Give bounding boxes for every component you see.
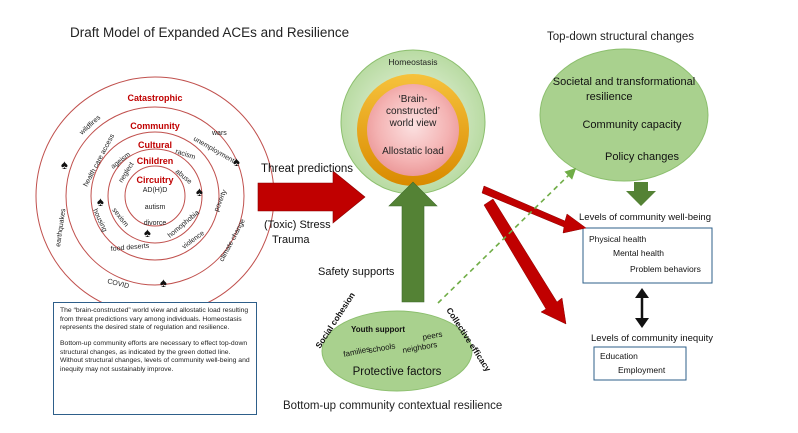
- item-earthquakes: earthquakes: [55, 208, 67, 248]
- inequity-box: [593, 346, 687, 381]
- brain-view-line-1: ‘Brain-: [399, 94, 428, 105]
- threat-arrow: [257, 170, 366, 224]
- toxic-stress-label: (Toxic) Stress: [264, 219, 331, 231]
- caption-paragraph-1: The “brain-constructed” world view and a…: [60, 307, 249, 332]
- item-climate-change: climate change: [219, 218, 247, 263]
- inequity-title: Levels of community inequity: [591, 333, 713, 344]
- label-children: Children: [137, 156, 174, 166]
- wellbeing-item: Physical health: [589, 234, 646, 244]
- item-housing: housing: [91, 208, 108, 233]
- wellbeing-arrow: [481, 185, 587, 234]
- societal-line-2: resilience: [586, 91, 632, 103]
- spade-icon: ♠: [196, 184, 203, 199]
- brain-view-line-2: constructed’: [386, 106, 440, 117]
- ring-catastrophic: [35, 76, 275, 316]
- brain-view-line-3: world view: [389, 118, 437, 129]
- spade-icon: ♠: [144, 225, 151, 240]
- community-capacity-label: Community capacity: [582, 119, 682, 131]
- peers-label: peers: [422, 330, 443, 342]
- societal-line-1: Societal and transformational: [553, 76, 695, 88]
- ring-circuitry: [124, 165, 186, 227]
- top-down-title: Top-down structural changes: [547, 31, 694, 43]
- diagram-title: Draft Model of Expanded ACEs and Resilie…: [70, 25, 349, 40]
- item-poverty: poverty: [213, 188, 228, 212]
- wellbeing-title: Levels of community well-being: [579, 212, 711, 223]
- homeostasis-label: Homeostasis: [388, 57, 437, 67]
- wellbeing-box: [582, 227, 713, 284]
- wellbeing-item: Problem behaviors: [630, 264, 701, 274]
- bottom-up-ellipse: [321, 310, 473, 392]
- dashed-green-line: [437, 167, 577, 304]
- bottom-up-title: Bottom-up community contextual resilienc…: [283, 400, 502, 412]
- item-wildfires: wildfires: [78, 114, 103, 137]
- safety-supports-arrow: [388, 181, 438, 303]
- double-arrow: [635, 288, 649, 328]
- item-food-deserts: food deserts: [111, 243, 150, 253]
- top-down-arrow: [626, 182, 656, 206]
- top-down-ellipse: [539, 48, 709, 182]
- label-catastrophic: Catastrophic: [127, 93, 182, 103]
- item-adhd: AD(H)D: [143, 187, 168, 194]
- youth-support-label: Youth support: [351, 325, 405, 334]
- inequity-item: Education: [600, 351, 638, 361]
- threat-predictions-label: Threat predictions: [261, 163, 353, 175]
- inequity-item: Employment: [618, 365, 666, 375]
- ring-community: [65, 106, 245, 286]
- item-autism: autism: [145, 204, 166, 211]
- world-view-circle: [367, 84, 459, 176]
- caption-paragraph-2: Bottom-up community efforts are necessar…: [60, 339, 250, 373]
- item-wars: wars: [211, 130, 227, 137]
- spade-icon: ♠: [160, 275, 167, 290]
- spade-icon: ♠: [97, 194, 104, 209]
- item-racism: racism: [174, 148, 196, 161]
- policy-changes-label: Policy changes: [605, 151, 679, 163]
- spade-icon: ♠: [233, 154, 240, 169]
- wellbeing-item: Mental health: [613, 248, 664, 258]
- ring-cultural: [90, 131, 220, 261]
- label-circuitry: Circuitry: [136, 175, 173, 185]
- label-community: Community: [130, 121, 180, 131]
- allostatic-load-label: Allostatic load: [382, 146, 444, 157]
- item-divorce: divorce: [144, 220, 167, 227]
- label-cultural: Cultural: [138, 140, 172, 150]
- trauma-label: Trauma: [272, 234, 310, 246]
- homeostasis-group: [340, 49, 486, 195]
- ring-children: [107, 148, 203, 244]
- spade-icon: ♠: [61, 157, 68, 172]
- inequity-arrow: [483, 198, 567, 325]
- item-unemployment: unemployment: [192, 136, 235, 165]
- caption-box: The “brain-constructed” world view and a…: [53, 302, 257, 415]
- item-abuse: abuse: [174, 168, 193, 186]
- safety-supports-label: Safety supports: [318, 266, 395, 278]
- protective-factors-label: Protective factors: [353, 366, 442, 378]
- aces-rings: [35, 76, 275, 316]
